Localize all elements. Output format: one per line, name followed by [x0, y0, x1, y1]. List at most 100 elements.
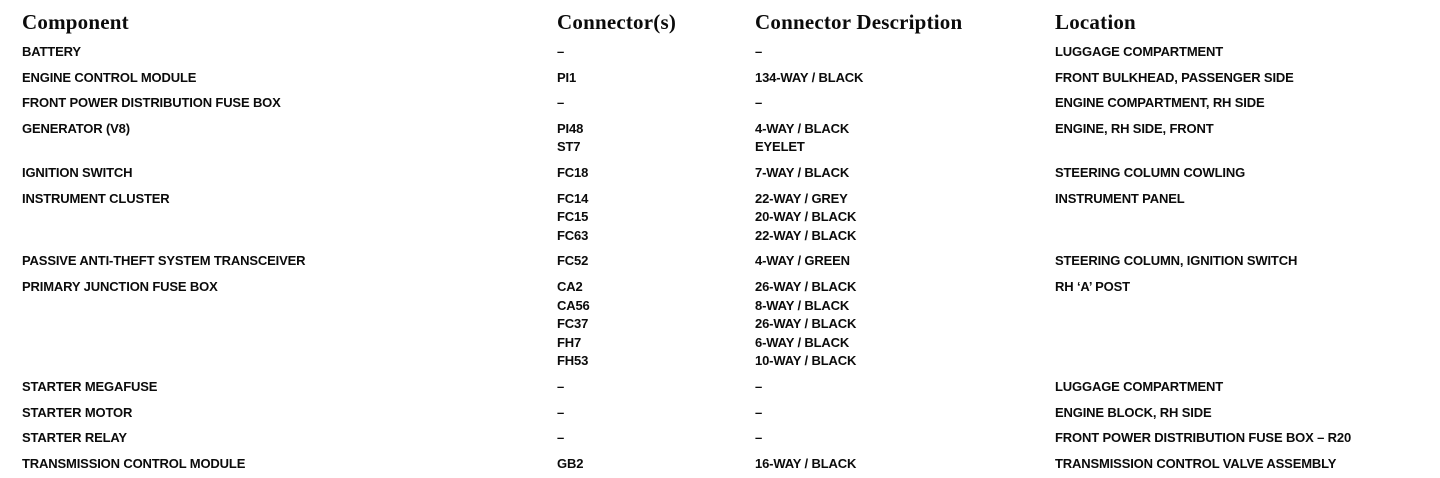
location-cell: FRONT POWER DISTRIBUTION FUSE BOX – R20	[1055, 430, 1352, 446]
connector-description: 22-WAY / GREY	[755, 190, 848, 206]
component-cell: TRANSMISSION CONTROL MODULE	[22, 455, 246, 471]
location-cell: ENGINE BLOCK, RH SIDE	[1055, 404, 1212, 420]
connector-id: FH7	[557, 334, 582, 350]
connector-id: –	[557, 430, 565, 446]
connector-description: 16-WAY / BLACK	[755, 455, 857, 471]
component-cell: GENERATOR (V8)	[22, 120, 130, 136]
table-row: FRONT POWER DISTRIBUTION FUSE BOX – – EN…	[0, 94, 1440, 113]
component-cell: STARTER RELAY	[22, 430, 127, 446]
location-cell: INSTRUMENT PANEL	[1055, 190, 1185, 206]
connector-ids-cell: –	[557, 429, 755, 448]
connector-ids-cell: –	[557, 378, 755, 397]
connector-id: –	[557, 404, 565, 420]
connector-id: CA56	[557, 297, 590, 313]
connector-id: –	[557, 44, 565, 59]
connector-descriptions-cell: 16-WAY / BLACK	[755, 455, 1055, 474]
table-row: ENGINE CONTROL MODULE PI1 134-WAY / BLAC…	[0, 69, 1440, 88]
column-header-connectors: Connector(s)	[557, 10, 677, 34]
component-cell: FRONT POWER DISTRIBUTION FUSE BOX	[22, 95, 281, 111]
location-cell: LUGGAGE COMPARTMENT	[1055, 44, 1224, 59]
connector-ids-cell: FC18	[557, 164, 755, 183]
table-row: STARTER RELAY – – FRONT POWER DISTRIBUTI…	[0, 429, 1440, 448]
connector-id: FC15	[557, 209, 589, 225]
column-header-location: Location	[1055, 10, 1136, 34]
connector-descriptions-cell: –	[755, 378, 1055, 397]
connector-ids-cell: GB2	[557, 455, 755, 474]
location-cell: STEERING COLUMN COWLING	[1055, 164, 1246, 180]
connector-description: 134-WAY / BLACK	[755, 69, 864, 85]
connector-description: 6-WAY / BLACK	[755, 334, 850, 350]
connector-ids-cell: FC52	[557, 252, 755, 271]
connector-descriptions-cell: 7-WAY / BLACK	[755, 164, 1055, 183]
location-cell: ENGINE COMPARTMENT, RH SIDE	[1055, 95, 1265, 111]
connector-description: 4-WAY / BLACK	[755, 120, 850, 136]
location-cell: STEERING COLUMN, IGNITION SWITCH	[1055, 253, 1298, 269]
connector-description: 26-WAY / BLACK	[755, 316, 857, 332]
connector-id: FC37	[557, 316, 589, 332]
component-cell: INSTRUMENT CLUSTER	[22, 190, 170, 206]
location-cell: FRONT BULKHEAD, PASSENGER SIDE	[1055, 69, 1294, 85]
connector-description: –	[755, 44, 763, 59]
connector-description: –	[755, 430, 763, 446]
connector-description: 26-WAY / BLACK	[755, 278, 857, 294]
connector-description: 4-WAY / GREEN	[755, 253, 850, 269]
table-row: BATTERY – – LUGGAGE COMPARTMENT	[0, 43, 1440, 62]
connector-id: FC14	[557, 190, 589, 206]
column-header-component: Component	[22, 10, 129, 34]
connector-id: –	[557, 95, 565, 111]
table-row: STARTER MOTOR – – ENGINE BLOCK, RH SIDE	[0, 404, 1440, 423]
connector-ids-cell: –	[557, 94, 755, 113]
connector-description: 22-WAY / BLACK	[755, 227, 857, 243]
table-body: BATTERY – – LUGGAGE COMPARTMENT ENGINE C…	[0, 43, 1440, 473]
connector-descriptions-cell: 22-WAY / GREY 20-WAY / BLACK 22-WAY / BLAC…	[755, 190, 1055, 246]
location-cell: TRANSMISSION CONTROL VALVE ASSEMBLY	[1055, 455, 1337, 471]
component-cell: STARTER MEGAFUSE	[22, 378, 158, 394]
connector-descriptions-cell: –	[755, 43, 1055, 62]
table-row: STARTER MEGAFUSE – – LUGGAGE COMPARTMENT	[0, 378, 1440, 397]
connector-id: ST7	[557, 139, 581, 155]
table-row: TRANSMISSION CONTROL MODULE GB2 16-WAY /…	[0, 455, 1440, 474]
connector-id: FC18	[557, 164, 589, 180]
table-row: IGNITION SWITCH FC18 7-WAY / BLACK STEER…	[0, 164, 1440, 183]
connector-description: 8-WAY / BLACK	[755, 297, 850, 313]
connector-description: EYELET	[755, 139, 805, 155]
location-cell: ENGINE, RH SIDE, FRONT	[1055, 120, 1214, 136]
connector-descriptions-cell: 26-WAY / BLACK 8-WAY / BLACK 26-WAY / BLAC…	[755, 278, 1055, 371]
connector-ids-cell: –	[557, 404, 755, 423]
connector-id: FC63	[557, 227, 589, 243]
connector-description: 7-WAY / BLACK	[755, 164, 850, 180]
connector-id: FH53	[557, 353, 589, 369]
connector-ids-cell: –	[557, 43, 755, 62]
connector-descriptions-cell: 4-WAY / GREEN	[755, 252, 1055, 271]
connector-descriptions-cell: –	[755, 94, 1055, 113]
connector-id: CA2	[557, 278, 583, 294]
component-cell: ENGINE CONTROL MODULE	[22, 69, 197, 85]
connector-description: 20-WAY / BLACK	[755, 209, 857, 225]
connector-description: –	[755, 404, 763, 420]
column-header-connector-description: Connector Description	[755, 10, 963, 34]
component-cell: BATTERY	[22, 44, 81, 59]
table-header-row: Component Connector(s) Connector Descrip…	[0, 0, 1440, 36]
connector-id: PI1	[557, 69, 577, 85]
location-cell: LUGGAGE COMPARTMENT	[1055, 378, 1224, 394]
connector-id: GB2	[557, 455, 584, 471]
location-cell: RH ‘A’ POST	[1055, 278, 1130, 294]
connector-description: 10-WAY / BLACK	[755, 353, 857, 369]
connector-id: –	[557, 378, 565, 394]
component-cell: STARTER MOTOR	[22, 404, 133, 420]
connector-descriptions-cell: 4-WAY / BLACK EYELET	[755, 120, 1055, 157]
component-cell: IGNITION SWITCH	[22, 164, 133, 180]
connector-description: –	[755, 95, 763, 111]
table-row: PASSIVE ANTI-THEFT SYSTEM TRANSCEIVER FC…	[0, 252, 1440, 271]
connector-descriptions-cell: 134-WAY / BLACK	[755, 69, 1055, 88]
connector-description: –	[755, 378, 763, 394]
connector-ids-cell: PI1	[557, 69, 755, 88]
component-cell: PRIMARY JUNCTION FUSE BOX	[22, 278, 218, 294]
